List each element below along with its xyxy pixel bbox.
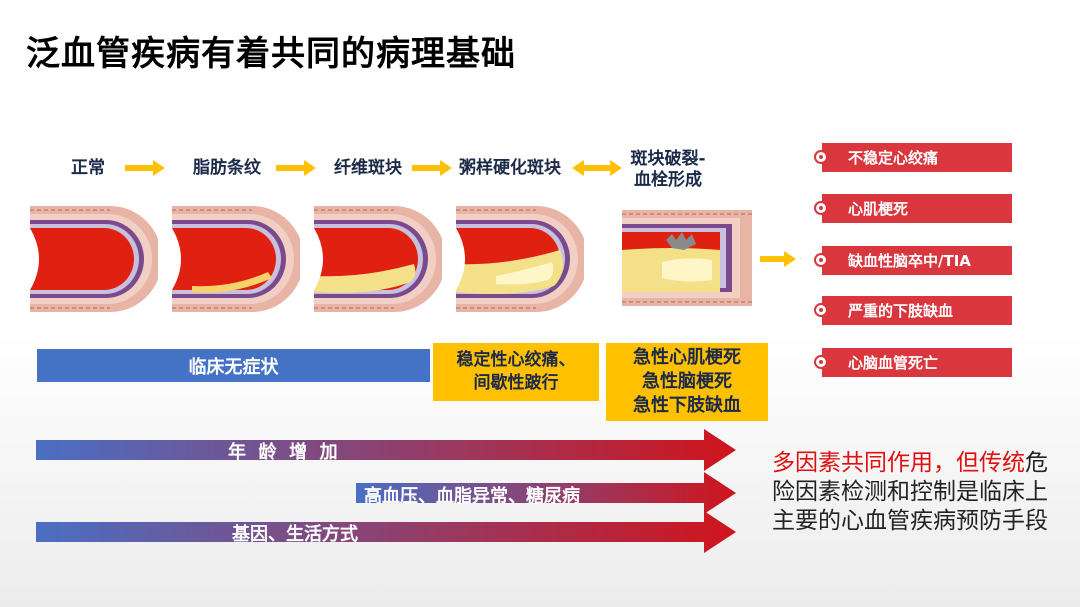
stage-label-atheroma: 粥样硬化斑块: [459, 158, 561, 178]
stage-label-rupture-line2: 血栓形成: [634, 170, 702, 190]
conclusion-note: 多因素共同作用，但传统危险因素检测和控制是临床上主要的心血管疾病预防手段: [772, 449, 1062, 536]
outcome-stroke-tia: 缺血性脑卒中/TIA: [814, 246, 1012, 275]
outcome-label: 不稳定心绞痛: [848, 149, 939, 167]
outcome-label: 严重的下肢缺血: [848, 302, 954, 320]
divider-line-1: [800, 258, 801, 259]
bullet-icon: [814, 201, 828, 215]
outcome-mi: 心肌梗死: [814, 194, 1012, 223]
risk-label-genetic-lifestyle: 基因、生活方式: [232, 524, 358, 545]
risk-arrow-genetic-lifestyle: [36, 511, 736, 553]
risk-arrow-age: [36, 429, 736, 471]
stage-label-rupture-line1: 斑块破裂-: [630, 149, 706, 169]
outcome-arrow: [760, 251, 796, 267]
stable-line-2: 间歇性跛行: [473, 373, 559, 393]
risk-arrow-metabolic: [356, 472, 736, 514]
acute-events-box: 急性心肌梗死 急性脑梗死 急性下肢缺血: [606, 343, 768, 421]
acute-line-3: 急性下肢缺血: [633, 395, 741, 416]
stage-arrow-4-bidirectional: [572, 160, 622, 176]
vessel-atheroma: [456, 206, 584, 312]
outcome-label: 心肌梗死: [848, 200, 909, 218]
stage-label-normal: 正常: [71, 158, 105, 178]
vessel-fibrous-plaque: [314, 206, 442, 312]
bullet-icon: [814, 303, 828, 317]
note-rest: 危险因素检测和控制是临床上主要的心血管疾病预防手段: [772, 450, 1048, 534]
bullet-icon: [814, 355, 828, 369]
outcome-limb-ischemia: 严重的下肢缺血: [814, 296, 1012, 325]
outcome-unstable-angina: 不稳定心绞痛: [814, 143, 1012, 172]
outcome-label: 缺血性脑卒中/TIA: [848, 252, 971, 270]
vessel-fatty-streak: [172, 206, 300, 312]
stage-arrow-2: [276, 160, 316, 176]
stage-label-fibrous-plaque: 纤维斑块: [334, 158, 402, 178]
outcome-label: 心脑血管死亡: [848, 354, 939, 372]
acute-line-1: 急性心肌梗死: [633, 347, 741, 368]
note-highlight: 多因素共同作用，但传统: [772, 450, 1025, 476]
bullet-icon: [814, 253, 828, 267]
page-title: 泛血管疾病有着共同的病理基础: [26, 34, 516, 74]
bullet-icon: [814, 150, 828, 164]
acute-line-2: 急性脑梗死: [642, 371, 732, 392]
stage-label-fatty-streak: 脂肪条纹: [193, 158, 261, 178]
vessel-rupture-thrombus: [622, 210, 752, 306]
stage-label-rupture: 斑块破裂- 血栓形成: [618, 149, 718, 191]
stable-symptoms-box: 稳定性心绞痛、 间歇性跛行: [433, 343, 599, 401]
outcome-cv-death: 心脑血管死亡: [814, 348, 1012, 377]
vessel-normal: [30, 206, 158, 312]
risk-label-metabolic: 高血压、血脂异常、糖尿病: [364, 486, 580, 507]
risk-label-age: 年 龄 增 加: [228, 442, 338, 463]
stable-line-1: 稳定性心绞痛、: [456, 350, 576, 370]
stage-arrow-3: [412, 160, 452, 176]
asymptomatic-box: 临床无症状: [37, 349, 430, 382]
stage-arrow-1: [125, 160, 165, 176]
